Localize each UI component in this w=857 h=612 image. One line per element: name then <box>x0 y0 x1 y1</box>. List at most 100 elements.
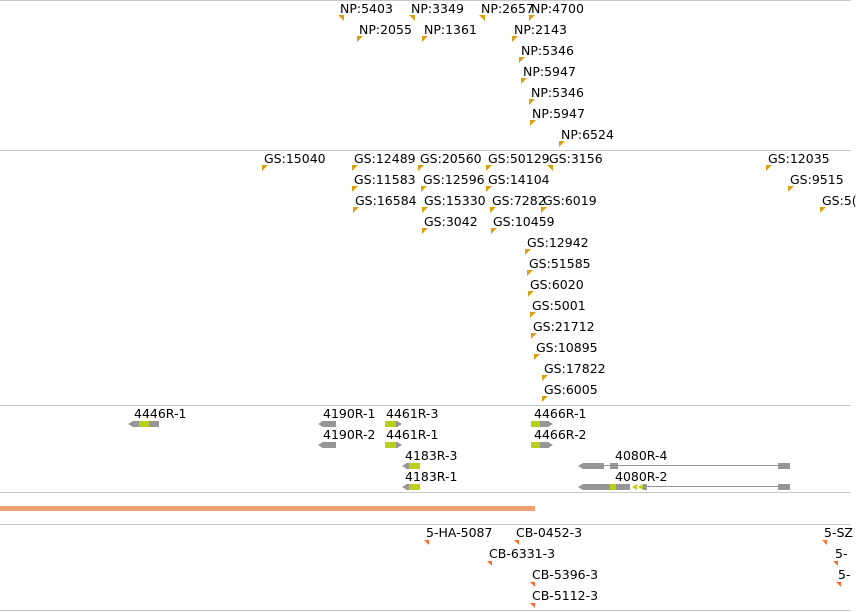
gene-model[interactable]: 4461R-1 <box>385 427 455 448</box>
gs-label: GS:6019 <box>543 193 597 208</box>
utr-block <box>643 484 647 490</box>
gene-model[interactable]: 4190R-1 <box>318 406 388 427</box>
np-marker <box>519 57 525 63</box>
gs-marker <box>422 207 428 213</box>
cb-label: CB-6331-3 <box>489 546 556 561</box>
strand-arrow-icon <box>318 442 323 448</box>
gs-marker <box>421 186 427 192</box>
np-marker <box>512 36 518 42</box>
utr-block <box>133 421 139 427</box>
gs-marker <box>820 207 826 213</box>
np-marker <box>529 99 535 105</box>
gs-marker <box>486 165 492 171</box>
gs-label: GS:12035 <box>768 151 830 166</box>
cb-label: 5- <box>835 546 848 561</box>
exon-block <box>531 442 540 448</box>
strand-arrow-icon <box>402 484 407 490</box>
gene-glyph <box>578 484 791 490</box>
gene-label: 4466R-1 <box>534 406 587 421</box>
gene-label: 4190R-2 <box>323 427 376 442</box>
gene-model[interactable]: 4080R-4 <box>578 448 793 469</box>
exon-block <box>145 421 149 427</box>
gene-model[interactable]: 4183R-3 <box>402 448 472 469</box>
np-label: NP:4700 <box>531 1 584 16</box>
np-marker <box>530 120 536 126</box>
gene-track: 4446R-1 4190R-1 4461R-3 4466R-1 <box>0 405 851 492</box>
gene-label: 4466R-2 <box>534 427 587 442</box>
np-label: NP:5947 <box>532 106 585 121</box>
gs-label: GS:3156 <box>549 151 603 166</box>
utr-block <box>322 421 336 427</box>
gene-label: 4190R-1 <box>323 406 376 421</box>
cb-marker <box>822 540 827 545</box>
np-label: NP:2657 <box>481 1 534 16</box>
gene-glyph <box>402 484 420 490</box>
exon-block <box>610 484 616 490</box>
gene-glyph <box>318 421 336 427</box>
exon-block <box>385 442 396 448</box>
gs-label: GS:12489 <box>354 151 416 166</box>
gene-model[interactable]: 4466R-1 <box>531 406 601 427</box>
gs-marker <box>528 291 534 297</box>
track-divider-bottom <box>0 610 851 611</box>
track-divider-np-gs <box>0 150 851 151</box>
coverage-bar <box>0 506 535 511</box>
gene-model[interactable]: 4446R-1 <box>128 406 208 427</box>
utr-block <box>540 442 549 448</box>
gene-model[interactable]: 4190R-2 <box>318 427 388 448</box>
gs-marker <box>352 165 358 171</box>
gs-marker <box>530 312 536 318</box>
gs-marker <box>262 165 268 171</box>
gs-marker <box>418 165 424 171</box>
cb-track: 5-HA-5087 CB-0452-3 5-SZ CB-6331-3 5- CB… <box>0 524 853 610</box>
gs-marker <box>547 165 553 171</box>
np-label: NP:1361 <box>424 22 477 37</box>
gene-glyph <box>578 463 791 469</box>
gs-label: GS:11583 <box>354 172 416 187</box>
gs-label: GS:12596 <box>423 172 485 187</box>
np-marker <box>479 15 485 21</box>
strand-arrow-icon <box>578 484 583 490</box>
strand-arrow-icon <box>548 421 553 427</box>
gene-glyph <box>385 442 402 448</box>
gs-label: GS:14104 <box>488 172 550 187</box>
np-track: NP:5403 NP:3349 NP:2657 NP:4700 NP:2055 … <box>0 0 851 150</box>
gene-label: 4183R-3 <box>405 448 458 463</box>
np-label: NP:5346 <box>531 85 584 100</box>
gs-label: GS:10459 <box>493 214 555 229</box>
gene-model[interactable]: 4183R-1 <box>402 469 472 490</box>
strand-arrow-icon <box>318 421 323 427</box>
gs-label: GS:12942 <box>527 235 589 250</box>
np-marker <box>338 15 344 21</box>
np-marker <box>529 15 535 21</box>
exon-block <box>385 421 396 427</box>
strand-arrow-icon <box>578 463 583 469</box>
gs-label: GS:7282 <box>492 193 546 208</box>
gs-marker <box>531 333 537 339</box>
gene-model[interactable]: 4080R-2 <box>578 469 793 490</box>
gs-label: GS:10895 <box>536 340 598 355</box>
gene-label: 4446R-1 <box>134 406 187 421</box>
gene-label: 4461R-3 <box>386 406 439 421</box>
gs-label: GS:5001 <box>532 298 586 313</box>
utr-block <box>149 421 159 427</box>
utr-block <box>583 463 604 469</box>
np-label: NP:5403 <box>340 1 393 16</box>
cb-marker <box>836 582 841 587</box>
gene-glyph <box>402 463 420 469</box>
cb-marker <box>514 540 519 545</box>
gene-model[interactable]: 4466R-2 <box>531 427 601 448</box>
gs-label: GS:20560 <box>420 151 482 166</box>
gs-label: GS:15040 <box>264 151 326 166</box>
gs-marker <box>491 228 497 234</box>
cb-label: CB-0452-3 <box>516 525 583 540</box>
gs-marker <box>486 186 492 192</box>
gs-marker <box>422 228 428 234</box>
gene-model[interactable]: 4461R-3 <box>385 406 455 427</box>
gene-label: 4080R-4 <box>615 448 668 463</box>
utr-block <box>616 484 630 490</box>
gene-glyph <box>128 421 160 427</box>
exon-block <box>531 421 540 427</box>
gs-label: GS:51585 <box>529 256 591 271</box>
gs-label: GS:6020 <box>530 277 584 292</box>
